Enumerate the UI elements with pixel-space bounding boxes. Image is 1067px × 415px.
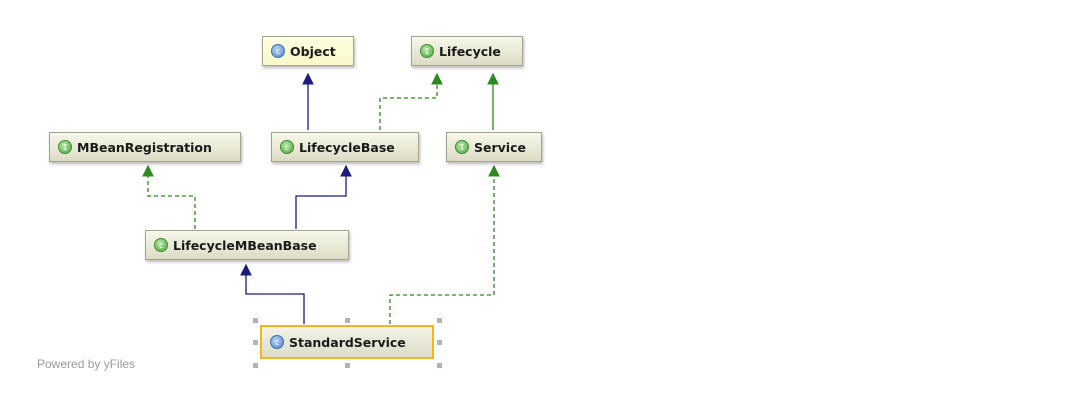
selection-handle-top-right[interactable] <box>437 318 442 323</box>
selection-handle-bottom-middle[interactable] <box>345 363 350 368</box>
node-standardservice[interactable]: c StandardService <box>260 325 434 359</box>
abstract-class-icon: c <box>280 140 294 154</box>
node-mbeanregistration-label: MBeanRegistration <box>77 139 212 155</box>
watermark: Powered by yFiles <box>37 357 136 371</box>
edge-lifecyclembeanbase-lifecyclebase <box>295 164 352 229</box>
selection-handle-top-left[interactable] <box>253 318 258 323</box>
selection-handle-middle-right[interactable] <box>437 340 442 345</box>
node-service-label: Service <box>474 139 526 155</box>
interface-icon: I <box>455 140 469 154</box>
interface-icon: I <box>420 44 434 58</box>
class-icon: c <box>271 44 285 58</box>
node-lifecycle-label: Lifecycle <box>439 43 501 59</box>
selection-handle-bottom-right[interactable] <box>437 363 442 368</box>
node-lifecyclembeanbase-label: LifecycleMBeanBase <box>173 237 317 253</box>
node-lifecyclembeanbase[interactable]: c LifecycleMBeanBase <box>145 230 349 260</box>
node-lifecyclebase[interactable]: c LifecycleBase <box>271 132 419 162</box>
node-object-label: Object <box>290 43 336 59</box>
class-icon: c <box>270 335 284 349</box>
interface-icon: I <box>58 140 72 154</box>
edge-standardservice-service <box>389 164 500 324</box>
abstract-class-icon: c <box>154 238 168 252</box>
edge-lifecyclembeanbase-mbeanregistration <box>142 164 196 229</box>
selection-handle-middle-left[interactable] <box>253 340 258 345</box>
node-service[interactable]: I Service <box>446 132 542 162</box>
edge-lifecyclebase-lifecycle <box>379 72 443 130</box>
selection-handle-bottom-left[interactable] <box>253 363 258 368</box>
selection-handle-top-middle[interactable] <box>345 318 350 323</box>
node-lifecyclebase-label: LifecycleBase <box>299 139 395 155</box>
node-standardservice-label: StandardService <box>289 334 406 350</box>
node-lifecycle[interactable]: I Lifecycle <box>411 36 523 66</box>
edge-standardservice-lifecyclembeanbase <box>240 263 305 324</box>
node-object[interactable]: c Object <box>262 36 354 66</box>
node-mbeanregistration[interactable]: I MBeanRegistration <box>49 132 241 162</box>
